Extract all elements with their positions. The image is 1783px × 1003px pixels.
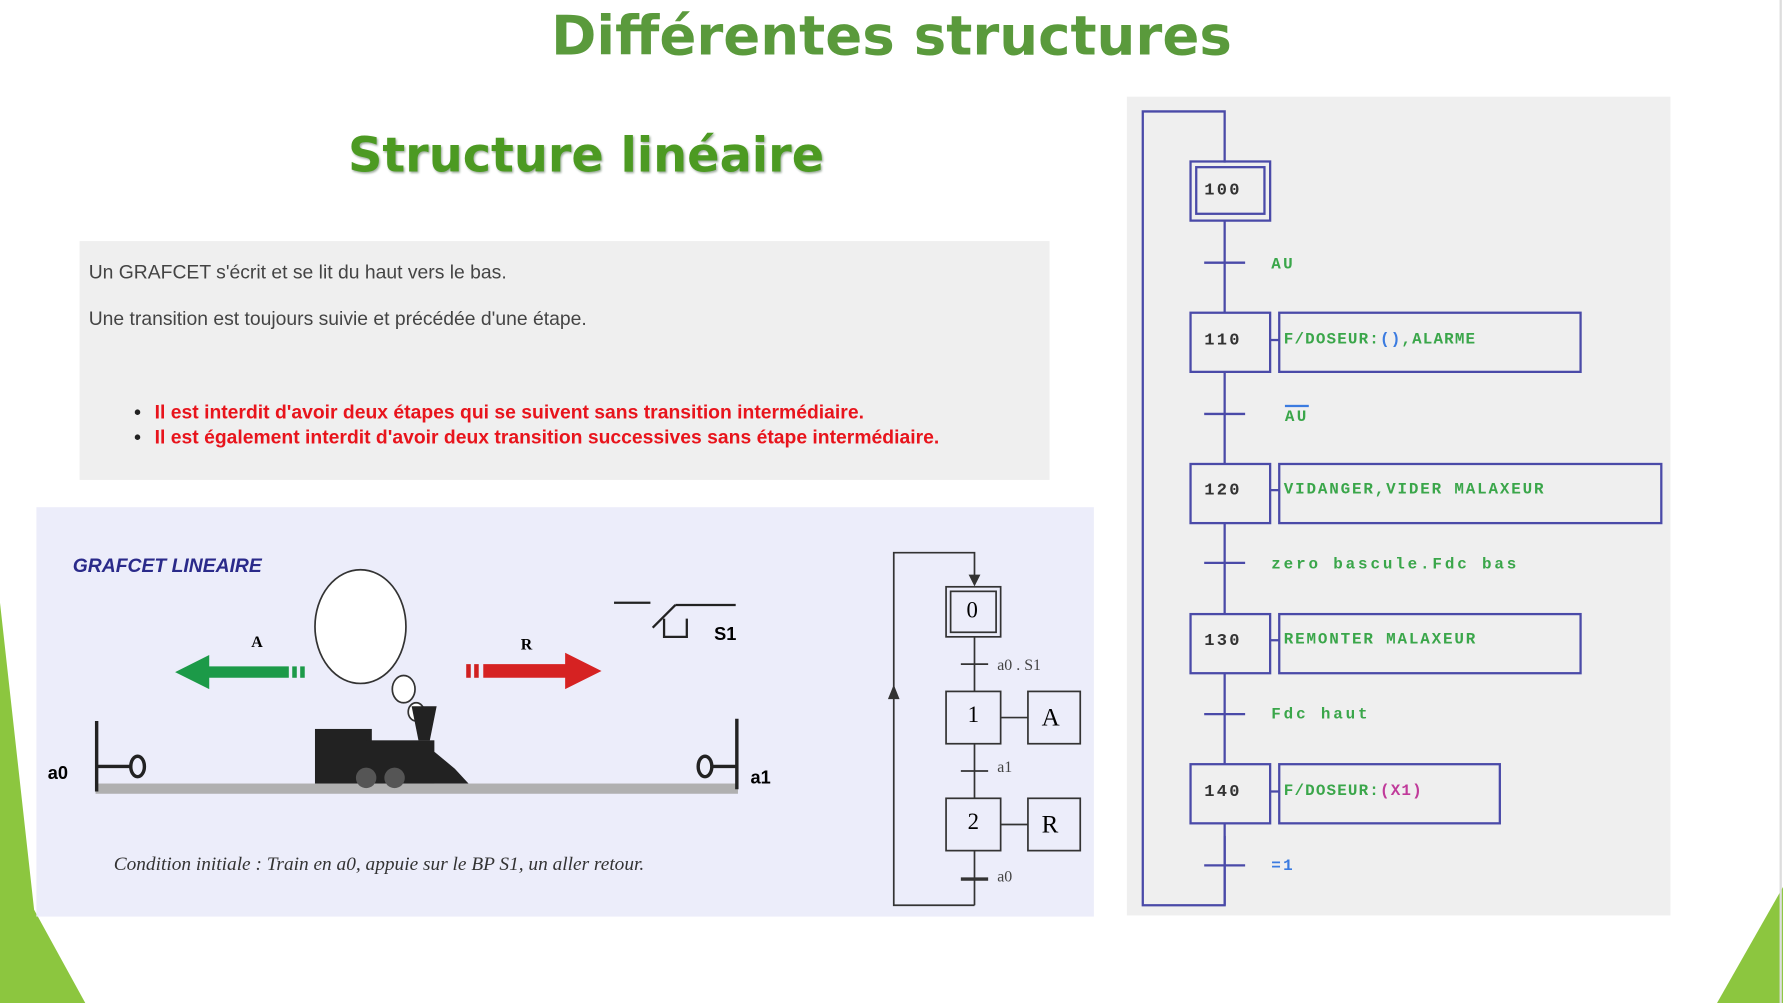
action-label: F/DOSEUR:(),ALARME xyxy=(1284,331,1476,349)
paragraph: Un GRAFCET s'écrit et se lit du haut ver… xyxy=(88,261,507,284)
action-part: ,ALARME xyxy=(1401,330,1477,350)
action-label: R xyxy=(1041,809,1059,839)
step-number: 100 xyxy=(1204,180,1242,201)
illustration-heading: GRAFCET LINEAIRE xyxy=(72,554,262,577)
action-label: REMONTER MALAXEUR xyxy=(1283,631,1478,650)
transition-label-negated: AU xyxy=(1284,404,1309,426)
step-number: 120 xyxy=(1204,481,1242,501)
slide-title: Différentes structures xyxy=(551,4,1232,69)
sensor-a0-label: a0 xyxy=(47,764,68,784)
transition-label: a0 xyxy=(997,868,1013,886)
arrow-left-label: A xyxy=(251,634,263,652)
sensor-a1-label: a1 xyxy=(750,768,771,789)
sensor-a1-icon xyxy=(696,718,739,790)
section-title: Structure linéaire xyxy=(347,127,825,184)
switch-label: S1 xyxy=(714,625,737,645)
linear-grafcet-illustration: GRAFCET LINEAIRE xyxy=(36,507,1094,917)
action-part: (X1) xyxy=(1380,782,1423,801)
locomotive-icon xyxy=(314,706,469,789)
transition-label: zero bascule.Fdc bas xyxy=(1271,556,1520,575)
rules-textbox: Un GRAFCET s'écrit et se lit du haut ver… xyxy=(79,241,1050,480)
transition-label: =1 xyxy=(1271,857,1295,876)
action-label: VIDANGER,VIDER MALAXEUR xyxy=(1283,481,1546,500)
action-part: () xyxy=(1380,330,1402,350)
arrow-left-icon xyxy=(175,655,305,690)
step-number: 130 xyxy=(1204,631,1242,651)
smoke-cloud-icon xyxy=(314,568,425,722)
transition-label: AU xyxy=(1271,255,1295,275)
small-grafcet xyxy=(887,551,1082,907)
grafcet-lines xyxy=(1141,110,1663,907)
paragraph: Une transition est toujours suivie et pr… xyxy=(88,308,587,330)
push-button-s1-icon xyxy=(614,601,736,638)
arrow-right-label: R xyxy=(520,636,533,654)
transition-label: a1 xyxy=(997,759,1013,777)
step-number: 1 xyxy=(967,702,980,728)
action-part: F/DOSEUR: xyxy=(1283,330,1381,350)
step-number: 0 xyxy=(966,598,978,624)
transition-label: a0 . S1 xyxy=(997,657,1042,675)
rule-item: Il est également interdit d'avoir deux t… xyxy=(134,426,939,449)
action-label: A xyxy=(1041,702,1060,732)
action-label: F/DOSEUR:(X1) xyxy=(1284,782,1423,800)
arrow-right-icon xyxy=(466,652,602,690)
step-number: 110 xyxy=(1204,330,1242,351)
track xyxy=(95,783,738,794)
transition-label: Fdc haut xyxy=(1271,706,1371,725)
caption: Condition initiale : Train en a0, appuie… xyxy=(113,852,645,875)
sensor-a0-icon xyxy=(94,720,147,792)
rule-item: Il est interdit d'avoir deux étapes qui … xyxy=(134,401,864,424)
step-number: 140 xyxy=(1204,782,1242,802)
step-number: 2 xyxy=(967,809,980,835)
train-diagram xyxy=(94,551,1082,907)
grafcet-panel: 100 110 120 130 140 F/DOSEUR:(),ALARME V… xyxy=(1126,96,1671,916)
action-part: F/DOSEUR: xyxy=(1283,782,1381,801)
